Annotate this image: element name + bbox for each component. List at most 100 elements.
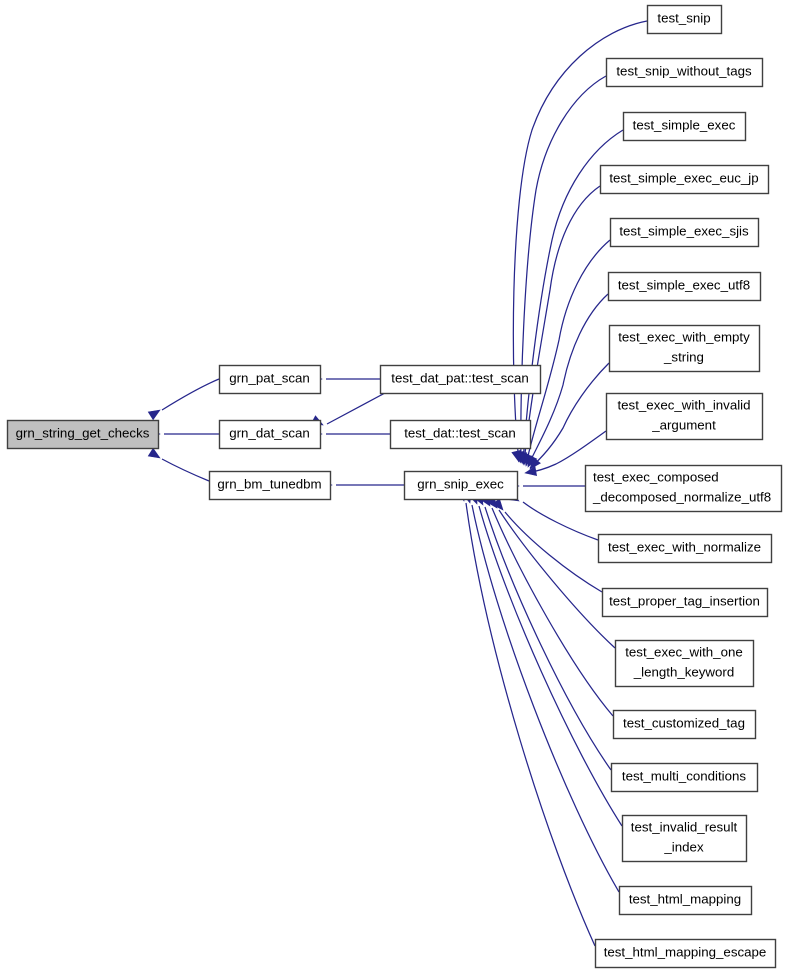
node-box-grn_bm_tunedbm[interactable]: [208, 470, 332, 501]
node-label-test_invalid_result_index-line1: test_invalid_result: [631, 820, 738, 835]
edge-test_invalid_result_index-to-grn_snip_exec: [478, 505, 623, 827]
node-test_invalid_result_index[interactable]: test_invalid_result _index: [621, 814, 748, 863]
node-label-test_simple_exec: test_simple_exec: [633, 118, 736, 133]
node-box-test_html_mapping[interactable]: [618, 885, 753, 916]
node-test_exec_with_normalize[interactable]: test_exec_with_normalize: [597, 533, 773, 564]
node-label-test_simple_exec_utf8: test_simple_exec_utf8: [618, 278, 750, 293]
arrowhead-grn_bm_tunedbm-to-grn_string_get_checks: [147, 447, 161, 459]
node-label-test_html_mapping_escape: test_html_mapping_escape: [604, 945, 767, 960]
node-box-grn_dat_scan[interactable]: [218, 419, 322, 450]
node-box-test_proper_tag_insertion[interactable]: [601, 587, 769, 618]
node-box-test_exec_with_invalid_argument[interactable]: [605, 392, 764, 441]
node-label-test_exec_with_normalize: test_exec_with_normalize: [608, 540, 761, 555]
node-box-test_customized_tag[interactable]: [612, 709, 757, 740]
edge-grn_pat_scan-to-grn_string_get_checks: [161, 378, 220, 411]
node-label-test_proper_tag_insertion: test_proper_tag_insertion: [609, 594, 760, 609]
node-label-test_html_mapping: test_html_mapping: [629, 892, 741, 907]
node-label-test_exec_with_invalid_argument-line2: _argument: [651, 418, 716, 433]
node-test_simple_exec_euc_jp[interactable]: test_simple_exec_euc_jp: [599, 164, 770, 195]
node-test_exec_with_empty_string[interactable]: test_exec_with_empty _string: [608, 324, 761, 373]
node-test_exec_with_one_length_keyword[interactable]: test_exec_with_one _length_keyword: [614, 639, 755, 688]
node-box-test_exec_with_normalize[interactable]: [597, 533, 773, 564]
node-label-test_exec_with_empty_string-line1: test_exec_with_empty: [618, 330, 750, 345]
node-test_html_mapping_escape[interactable]: test_html_mapping_escape: [594, 938, 777, 969]
nodes-layer: grn_string_get_checks grn_pat_scan grn_dat…: [6, 4, 783, 969]
node-label-test_simple_exec_sjis: test_simple_exec_sjis: [619, 224, 749, 239]
node-box-test_exec_with_one_length_keyword[interactable]: [614, 639, 755, 688]
node-test_proper_tag_insertion[interactable]: test_proper_tag_insertion: [601, 587, 769, 618]
node-label-test_invalid_result_index-line2: _index: [663, 840, 704, 855]
edge-test_simple_exec_utf8-to-grn_snip_exec: [527, 293, 609, 467]
node-label-test_customized_tag: test_customized_tag: [623, 716, 745, 731]
node-label-test_exec_with_invalid_argument-line1: test_exec_with_invalid: [617, 398, 750, 413]
node-box-test_simple_exec_euc_jp[interactable]: [599, 164, 770, 195]
node-grn_dat_scan[interactable]: grn_dat_scan: [218, 419, 322, 450]
node-box-test_snip[interactable]: [646, 4, 723, 35]
node-test_simple_exec[interactable]: test_simple_exec: [622, 111, 747, 142]
edge-test_exec_with_normalize-to-grn_snip_exec: [522, 501, 599, 541]
node-box-test_dat_pat__test_scan[interactable]: [379, 364, 542, 395]
arrowhead-test_exec_with_empty_string-to-grn_snip_exec: [529, 456, 541, 470]
node-test_snip[interactable]: test_snip: [646, 4, 723, 35]
arrowhead-grn_pat_scan-to-grn_string_get_checks: [147, 409, 161, 421]
node-test_html_mapping[interactable]: test_html_mapping: [618, 885, 753, 916]
node-box-grn_pat_scan[interactable]: [218, 364, 322, 395]
node-box-test_simple_exec_sjis[interactable]: [609, 217, 760, 248]
node-box-test_multi_conditions[interactable]: [610, 762, 759, 793]
node-label-test_exec_with_one_length_keyword-line1: test_exec_with_one: [625, 645, 743, 660]
node-grn_snip_exec[interactable]: grn_snip_exec: [403, 470, 519, 501]
edge-test_exec_with_one_length_keyword-to-grn_snip_exec: [498, 509, 616, 649]
edge-test_html_mapping-to-grn_snip_exec: [471, 504, 620, 893]
node-box-test_exec_composed_decomposed_normalize_utf8[interactable]: [584, 464, 783, 513]
node-test_exec_composed_decomposed_normalize_utf8[interactable]: test_exec_composed _decomposed_normalize_…: [584, 464, 783, 513]
node-box-grn_string_get_checks[interactable]: [6, 419, 160, 450]
arrowhead-test_proper_tag_insertion-to-grn_snip_exec: [491, 498, 504, 511]
node-grn_pat_scan[interactable]: grn_pat_scan: [218, 364, 322, 395]
node-label-test_dat__test_scan: test_dat::test_scan: [404, 426, 516, 441]
node-test_snip_without_tags[interactable]: test_snip_without_tags: [605, 57, 764, 88]
node-grn_bm_tunedbm[interactable]: grn_bm_tunedbm: [208, 470, 332, 501]
node-box-test_dat__test_scan[interactable]: [389, 419, 532, 450]
node-test_exec_with_invalid_argument[interactable]: test_exec_with_invalid _argument: [605, 392, 764, 441]
edge-test_simple_exec-to-grn_snip_exec: [522, 129, 624, 464]
node-label-grn_string_get_checks: grn_string_get_checks: [16, 426, 150, 441]
edge-test_snip_without_tags-to-grn_snip_exec: [520, 75, 607, 464]
arrowhead-test_exec_with_invalid_argument-to-grn_snip_exec: [524, 466, 538, 477]
node-box-test_invalid_result_index[interactable]: [621, 814, 748, 863]
node-box-test_html_mapping_escape[interactable]: [594, 938, 777, 969]
node-label-grn_snip_exec: grn_snip_exec: [417, 477, 504, 492]
node-grn_string_get_checks[interactable]: grn_string_get_checks: [6, 419, 160, 450]
edge-grn_bm_tunedbm-to-grn_string_get_checks: [161, 458, 210, 482]
node-label-grn_bm_tunedbm: grn_bm_tunedbm: [217, 477, 321, 492]
edge-test_dat_pat__test_scan-to-grn_dat_scan: [326, 392, 386, 425]
node-test_multi_conditions[interactable]: test_multi_conditions: [610, 762, 759, 793]
node-test_dat_pat__test_scan[interactable]: test_dat_pat::test_scan: [379, 364, 542, 395]
node-label-grn_dat_scan: grn_dat_scan: [229, 426, 310, 441]
node-label-test_exec_composed_decomposed_normalize_utf8-line2: _decomposed_normalize_utf8: [592, 490, 771, 505]
node-label-test_simple_exec_euc_jp: test_simple_exec_euc_jp: [609, 171, 758, 186]
edge-test_proper_tag_insertion-to-grn_snip_exec: [504, 511, 603, 593]
node-label-test_multi_conditions: test_multi_conditions: [622, 769, 747, 784]
node-box-grn_snip_exec[interactable]: [403, 470, 519, 501]
node-test_customized_tag[interactable]: test_customized_tag: [612, 709, 757, 740]
edges-layer: [161, 20, 648, 947]
node-box-test_snip_without_tags[interactable]: [605, 57, 764, 88]
edge-test_exec_with_empty_string-to-grn_snip_exec: [529, 362, 610, 469]
node-test_simple_exec_utf8[interactable]: test_simple_exec_utf8: [607, 271, 762, 302]
node-label-test_exec_with_empty_string-line2: _string: [663, 350, 704, 365]
node-label-test_exec_composed_decomposed_normalize_utf8-line1: test_exec_composed: [593, 470, 719, 485]
edge-test_simple_exec_sjis-to-grn_snip_exec: [525, 239, 611, 466]
edge-test_multi_conditions-to-grn_snip_exec: [484, 506, 612, 771]
node-label-test_snip_without_tags: test_snip_without_tags: [616, 64, 752, 79]
node-box-test_simple_exec_utf8[interactable]: [607, 271, 762, 302]
node-box-test_exec_with_empty_string[interactable]: [608, 324, 761, 373]
node-label-test_snip: test_snip: [657, 11, 710, 26]
node-test_dat__test_scan[interactable]: test_dat::test_scan: [389, 419, 532, 450]
node-box-test_simple_exec[interactable]: [622, 111, 747, 142]
node-label-test_exec_with_one_length_keyword-line2: _length_keyword: [633, 665, 735, 680]
node-test_simple_exec_sjis[interactable]: test_simple_exec_sjis: [609, 217, 760, 248]
edge-test_simple_exec_euc_jp-to-grn_snip_exec: [523, 185, 601, 465]
edge-test_html_mapping_escape-to-grn_snip_exec: [465, 502, 596, 947]
